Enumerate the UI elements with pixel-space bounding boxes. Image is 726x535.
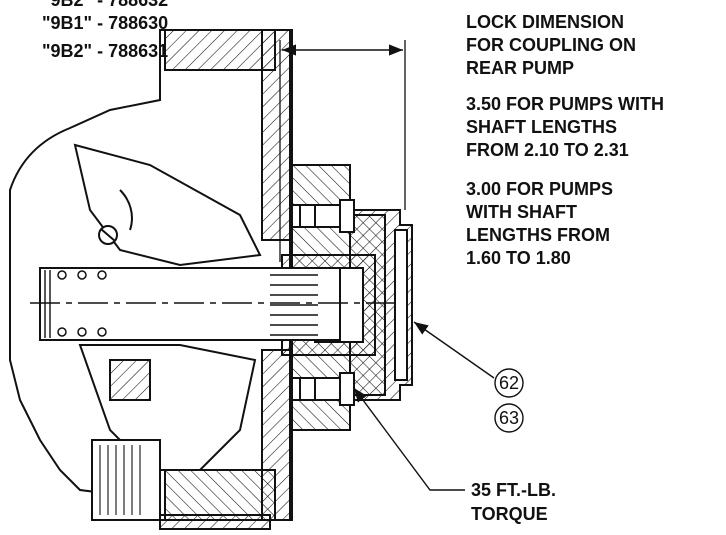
item-62-label: 62 — [499, 373, 520, 393]
swashplate-upper — [73, 143, 262, 267]
lock-dimension-line-2: FOR COUPLING ON — [466, 35, 636, 55]
lock-dimension-line-3: REAR PUMP — [466, 58, 575, 78]
main-shaft — [39, 267, 341, 341]
part-number-line-0: "9B2" - 788632 — [42, 0, 169, 10]
dimension-a-line-2: SHAFT LENGTHS — [466, 117, 617, 137]
housing-wall-bottom — [164, 469, 276, 521]
dimension-b-line-2: WITH SHAFT — [466, 202, 577, 222]
gear-bottom — [91, 439, 161, 521]
torque-line-2: TORQUE — [471, 504, 548, 524]
part-number-line-1: "9B1" - 788630 — [42, 13, 169, 33]
lock-dimension-line-1: LOCK DIMENSION — [466, 12, 625, 32]
item-63-label: 63 — [499, 408, 520, 428]
torque-line-1: 35 FT.-LB. — [471, 480, 557, 500]
dimension-b-line-3: LENGTHS FROM — [466, 225, 610, 245]
item-63-circle — [494, 403, 524, 433]
part-number-line-2: "9B2" - 788631 — [42, 41, 169, 61]
dimension-b-line-1: 3.00 FOR PUMPS — [466, 179, 614, 199]
dimension-b-line-4: 1.60 TO 1.80 — [466, 248, 571, 268]
item-62-circle — [494, 368, 524, 398]
leader-62 — [413, 321, 495, 379]
dimension-a-line-1: 3.50 FOR PUMPS WITH — [466, 94, 665, 114]
housing-wall-right — [261, 29, 293, 241]
housing-wall-top — [164, 29, 276, 71]
dimension-a-line-3: FROM 2.10 TO 2.31 — [466, 140, 629, 160]
leader-torque — [353, 387, 465, 491]
